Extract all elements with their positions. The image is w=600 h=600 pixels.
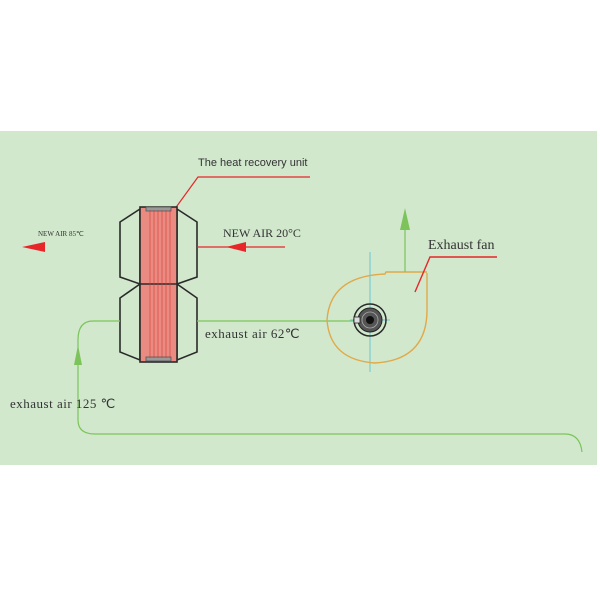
new-air-out-arrow xyxy=(22,242,45,252)
exhaust-mid-label: exhaust air 62℃ xyxy=(205,326,301,341)
new-air-out-label: NEW AIR 85℃ xyxy=(38,230,84,238)
heat-recovery-unit-label: The heat recovery unit xyxy=(198,157,308,169)
exhaust-air-line xyxy=(74,320,583,453)
heat-recovery-unit xyxy=(119,206,198,363)
exhaust-fan-label: Exhaust fan xyxy=(428,238,495,253)
exhaust-in-label: exhaust air 125 ℃ xyxy=(10,396,116,411)
new-air-in-arrow xyxy=(197,242,285,252)
new-air-in-label: NEW AIR 20°C xyxy=(223,226,301,240)
exhaust-fan xyxy=(326,208,497,372)
diagram-panel xyxy=(0,131,597,465)
heat-recovery-leader xyxy=(160,176,310,229)
